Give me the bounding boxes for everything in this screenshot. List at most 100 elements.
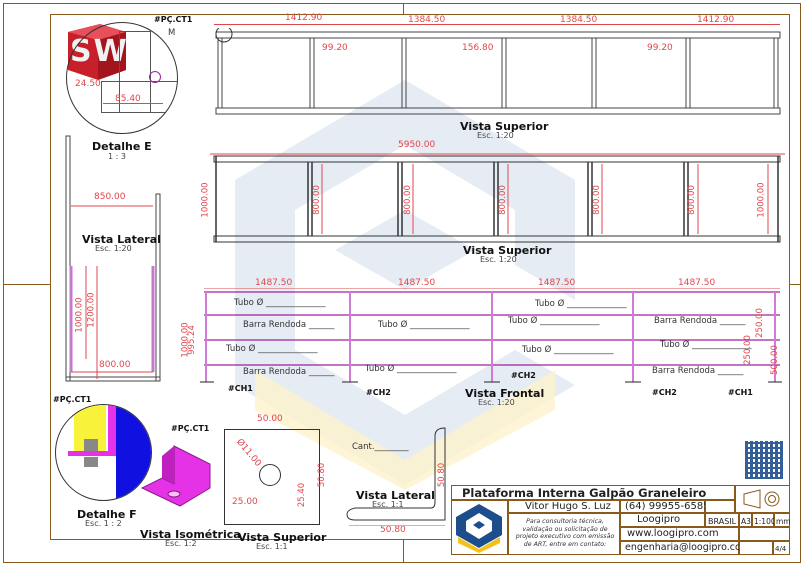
detalhe-e-scale: 1 : 3 bbox=[108, 152, 126, 161]
vs2-bay-2: 800.00 bbox=[402, 185, 413, 215]
vl-scale: Esc. 1:20 bbox=[95, 244, 132, 253]
hole-icon bbox=[259, 464, 281, 486]
tb-approval-cell bbox=[739, 527, 790, 541]
sheet-inner-border bbox=[50, 14, 790, 540]
vlp-width: 50.80 bbox=[380, 525, 406, 535]
email[interactable]: engenharia@loogipro.com bbox=[625, 542, 751, 553]
vlp-title: Vista Lateral bbox=[356, 489, 435, 502]
vf-callout-5: Tubo Ø ______________ bbox=[378, 320, 470, 330]
sheet-size: A3 bbox=[741, 517, 751, 526]
website[interactable]: www.loogipro.com bbox=[627, 528, 719, 539]
tb-company-cell: Loogipro bbox=[620, 513, 705, 527]
vsp-hx: 25.00 bbox=[232, 497, 258, 507]
vsp-width: 50.00 bbox=[257, 414, 283, 424]
tb-title-cell: Plataforma Interna Galpão Graneleiro bbox=[451, 485, 735, 500]
tb-country-cell: BRASIL bbox=[705, 513, 739, 527]
detalhe-f-scale: Esc. 1 : 2 bbox=[85, 519, 122, 528]
vf-scale: Esc. 1:20 bbox=[478, 398, 515, 407]
contact-phone: (64) 99955-6585 bbox=[625, 501, 710, 512]
unit: mm bbox=[776, 517, 791, 526]
tb-projection-cell bbox=[735, 485, 790, 513]
vf-callout-7: Tubo Ø ______________ bbox=[535, 299, 627, 309]
tb-rev-cell bbox=[705, 500, 735, 513]
vf-tag-ch2-1: #CH2 bbox=[366, 388, 391, 397]
vs1-dim-top-2: 1384.50 bbox=[408, 15, 446, 25]
tb-email-cell: engenharia@loogipro.com bbox=[620, 541, 750, 555]
notes-text: Para consultoria técnica, validação ou s… bbox=[515, 518, 615, 548]
company-name: Loogipro bbox=[637, 514, 681, 525]
vista-superior-2-drawing bbox=[210, 153, 785, 243]
vs1-title: Vista Superior bbox=[460, 120, 549, 133]
vf-callout-11: Tubo Ø ______________ bbox=[660, 340, 752, 350]
detalhe-f-tag: #PÇ.CT1 bbox=[53, 395, 92, 404]
tb-scale-cell: 1:100 bbox=[752, 513, 776, 527]
page-number: 4/4 bbox=[775, 545, 787, 553]
vista-isometrica-drawing bbox=[140, 445, 211, 507]
vf-callout-6: Tubo Ø ______________ bbox=[365, 364, 457, 374]
vsp-hy: 25.40 bbox=[297, 482, 308, 508]
detalhe-e-tag: #PÇ.CT1 bbox=[154, 15, 193, 24]
vs2-bay-4: 800.00 bbox=[591, 185, 602, 215]
vs1-dim-line bbox=[214, 24, 780, 25]
vl-width-top: 850.00 bbox=[94, 192, 126, 202]
vl-h2: 1200.00 bbox=[86, 292, 97, 328]
vf-callout-12: Barra Rendoda ______ bbox=[652, 366, 744, 376]
vl-width-bottom: 800.00 bbox=[99, 360, 131, 370]
vsp-height: 50.80 bbox=[317, 462, 328, 488]
tb-page-cell: 4/4 bbox=[773, 541, 790, 555]
vs1-dim-top-3: 1384.50 bbox=[560, 15, 598, 25]
vlp-height: 50.80 bbox=[437, 462, 448, 488]
detalhe-e-dim-1: 24.50 bbox=[75, 79, 101, 89]
vs2-title: Vista Superior bbox=[463, 244, 552, 257]
country: BRASIL bbox=[708, 517, 737, 526]
vf-callout-1: Tubo Ø ______________ bbox=[234, 298, 326, 308]
vs2-bay-5: 800.00 bbox=[686, 185, 697, 215]
qr-code-icon bbox=[745, 441, 783, 479]
zone-mark-top bbox=[403, 3, 404, 14]
vf-tag-ch2-2: #CH2 bbox=[511, 371, 536, 380]
tb-website-cell: www.loogipro.com bbox=[620, 527, 739, 541]
vf-callout-3: Tubo Ø ______________ bbox=[226, 344, 318, 354]
vf-callout-4: Barra Rendoda ______ bbox=[243, 367, 335, 377]
vs1-dim-inner-3: 99.20 bbox=[647, 43, 673, 53]
vf-right-dim-3: 500.00 bbox=[769, 345, 780, 375]
vl-title: Vista Lateral bbox=[82, 233, 161, 246]
vs2-left-height: 1000.00 bbox=[200, 182, 211, 218]
detalhe-e-dim-2: 85.40 bbox=[115, 94, 141, 104]
vista-lateral-peca-drawing bbox=[346, 427, 446, 526]
vista-superior-1-drawing bbox=[215, 28, 781, 115]
vl-h1: 1000.00 bbox=[74, 297, 85, 333]
vista-frontal-drawing bbox=[200, 288, 782, 383]
tb-sheet-cell: A3 bbox=[739, 513, 752, 527]
vf-callout-9: Tubo Ø ______________ bbox=[522, 345, 614, 355]
vista-lateral-drawing bbox=[65, 135, 161, 382]
vf-callout-10: Barra Rendoda ______ bbox=[654, 316, 746, 326]
first-angle-projection-icon bbox=[743, 489, 780, 509]
vista-isometrica-scale: Esc. 1:2 bbox=[165, 539, 197, 548]
scale: 1:100 bbox=[754, 517, 776, 526]
vs2-scale: Esc. 1:20 bbox=[480, 255, 517, 264]
zone-mark-right bbox=[790, 284, 801, 285]
vs2-bay-3: 800.00 bbox=[497, 185, 508, 215]
loogipro-logo-icon bbox=[456, 504, 502, 553]
zone-mark-bottom bbox=[403, 540, 404, 563]
vs1-scale: Esc. 1:20 bbox=[477, 131, 514, 140]
tb-logo-cell bbox=[451, 500, 508, 555]
vf-tag-ch2-3: #CH2 bbox=[652, 388, 677, 397]
bolt-icon bbox=[149, 71, 161, 83]
vs2-right-height: 1000.00 bbox=[756, 182, 767, 218]
tb-unit-cell: mm bbox=[774, 513, 791, 527]
detalhe-f-title: Detalhe F bbox=[77, 508, 137, 521]
zone-mark-left bbox=[3, 284, 50, 285]
vs1-dim-top-1: 1412.90 bbox=[285, 13, 323, 23]
vlp-cant: Cant.________ bbox=[352, 442, 409, 452]
tb-date-cell bbox=[739, 541, 773, 555]
vf-span-4: 1487.50 bbox=[678, 278, 716, 288]
nut-icon bbox=[84, 439, 98, 451]
watermark-logo bbox=[235, 80, 575, 490]
detalhe-e-view bbox=[66, 22, 178, 134]
vf-span-2: 1487.50 bbox=[398, 278, 436, 288]
vf-span-3: 1487.50 bbox=[538, 278, 576, 288]
detalhe-e-title: Detalhe E bbox=[92, 140, 152, 153]
drawing-title: Plataforma Interna Galpão Graneleiro bbox=[462, 486, 707, 500]
